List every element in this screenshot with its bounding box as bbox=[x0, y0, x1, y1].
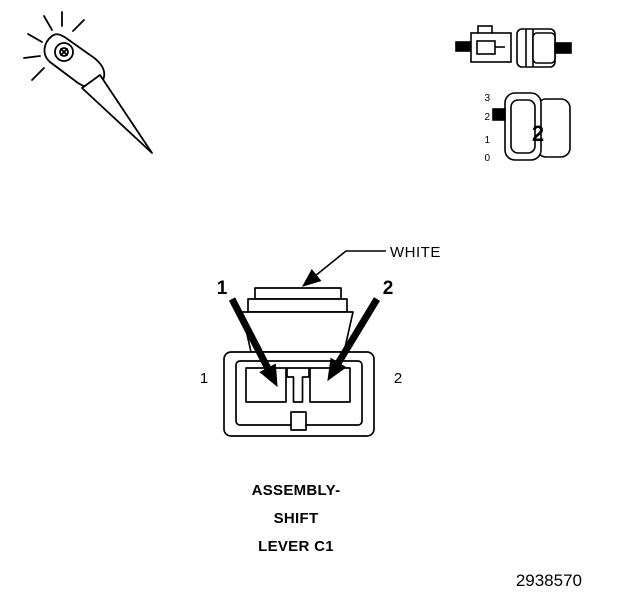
caption-line-1: ASSEMBLY- bbox=[252, 482, 341, 499]
scale-mark-1: 1 bbox=[484, 135, 490, 146]
pin-label-left: 1 bbox=[200, 370, 208, 387]
white-callout-arrow bbox=[301, 250, 386, 287]
scale-mark-2: 2 bbox=[484, 112, 490, 123]
figure-number: 2938570 bbox=[516, 571, 582, 590]
connector-cavity-count-label: 2 bbox=[532, 121, 544, 146]
figure-caption: ASSEMBLY- SHIFT LEVER C1 bbox=[252, 482, 341, 555]
scale-mark-3: 3 bbox=[484, 93, 490, 104]
spark-probe-icon bbox=[23, 11, 153, 154]
connector-scale: 3 2 1 0 bbox=[484, 93, 490, 164]
connector-face-icon bbox=[492, 92, 571, 161]
connector-side-view-icon bbox=[455, 25, 572, 68]
caption-line-2: SHIFT bbox=[274, 510, 319, 527]
terminal-2-arrow-label: 2 bbox=[383, 278, 394, 299]
wire-color-label: WHITE bbox=[390, 244, 441, 261]
scale-mark-0: 0 bbox=[484, 153, 490, 164]
terminal-1-arrow-label: 1 bbox=[217, 278, 228, 299]
terminal-1-arrow bbox=[228, 297, 278, 388]
terminal-2-arrow bbox=[327, 297, 380, 382]
caption-line-3: LEVER C1 bbox=[258, 538, 334, 555]
shift-lever-connector-drawing bbox=[223, 287, 375, 437]
pin-label-right: 2 bbox=[394, 370, 402, 387]
